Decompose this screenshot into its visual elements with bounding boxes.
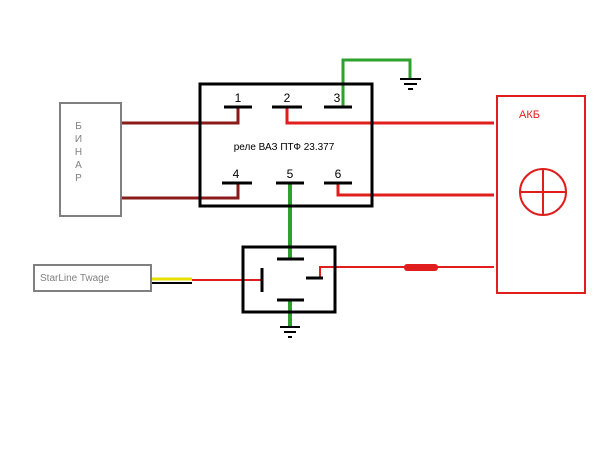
binar-box [59,102,122,217]
relay-pin-label: 2 [284,91,291,105]
relay-box [198,82,374,208]
wire-binar-pin1 [122,106,240,125]
binar-label-letter: И [75,134,83,145]
relay-pin-label: 5 [287,167,294,181]
ground-symbol-top [400,78,421,90]
relay-title: реле ВАЗ ПТФ 23.377 [234,142,335,153]
wire-pin2-battery [285,106,494,125]
wire-binar-pin4 [122,183,240,200]
binar-label-letter: Н [75,147,83,158]
binar-label-letter: Б [75,121,83,132]
fuse [404,264,438,271]
ground-symbol-bottom [280,326,300,338]
binar-label-letter: Р [75,173,83,184]
relay2-box [241,245,337,314]
relay-pin-label: 3 [334,91,341,105]
binar-label-letter: А [75,160,83,171]
battery-label: АКБ [519,109,540,121]
relay-pin-label: 4 [233,167,240,181]
starline-box [33,264,152,292]
battery-box [496,95,586,294]
wire-pin6-battery [336,183,494,197]
battery-symbol-icon [519,168,567,216]
starline-label: StarLine Twage [40,273,110,284]
relay-pin-label: 6 [335,167,342,181]
relay-pin-label: 1 [235,91,242,105]
